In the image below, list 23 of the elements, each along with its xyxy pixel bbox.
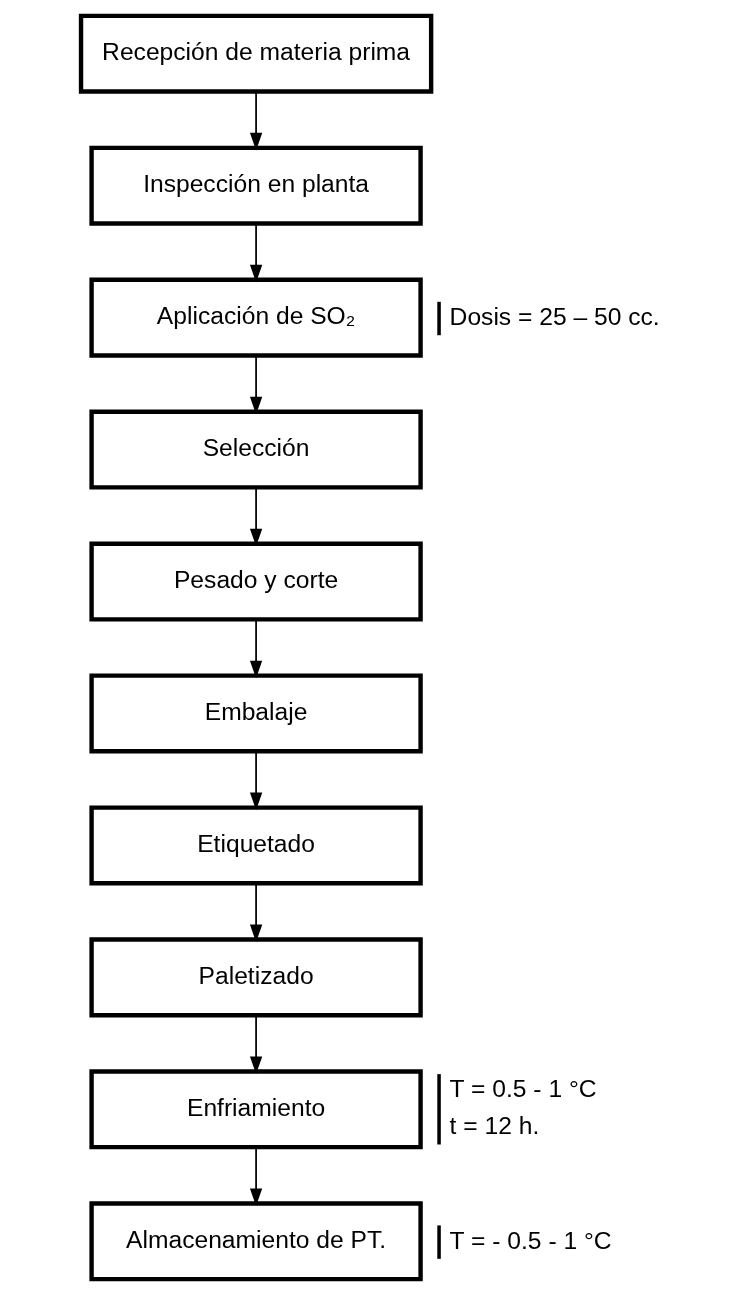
node-label: t = 12 h. — [449, 1112, 539, 1140]
node-box: Recepción de materia prima — [78, 13, 433, 94]
node-box: Enfriamiento — [88, 1069, 423, 1150]
arrow — [249, 1014, 262, 1075]
node-label: T = - 0.5 - 1 °C — [449, 1226, 612, 1254]
node-box: Etiquetado — [88, 805, 423, 886]
arrow — [249, 486, 262, 547]
arrow — [249, 618, 262, 679]
arrow — [249, 1146, 262, 1207]
node-box: Almacenamiento de PT. — [88, 1201, 423, 1282]
node-box: Inspección en planta — [88, 145, 423, 226]
arrow — [249, 354, 262, 415]
arrow — [249, 882, 262, 943]
arrow — [249, 223, 262, 283]
node-label: Dosis = 25 – 50 cc. — [449, 303, 660, 331]
node-box: Embalaje — [88, 673, 423, 754]
node-box: Aplicación de SO₂ — [88, 277, 423, 358]
node-label: T = 0.5 - 1 °C — [449, 1075, 597, 1103]
arrow — [249, 91, 262, 151]
node-box: Paletizado — [88, 937, 423, 1018]
arrow — [249, 750, 262, 811]
node-box: Pesado y corte — [88, 541, 423, 622]
node-box: Selección — [88, 409, 423, 490]
